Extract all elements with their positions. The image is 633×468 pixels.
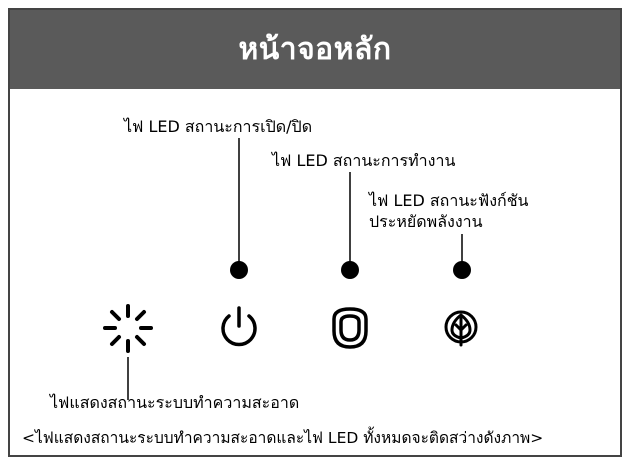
eco-led-label-line1: ไฟ LED สถานะฟังก์ชัน [369, 191, 529, 210]
eco-led-label-line2: ประหยัดพลังงาน [369, 212, 483, 231]
power-icon [221, 306, 257, 347]
operation-led-dot [341, 261, 359, 279]
cleaning-sun-icon [103, 304, 153, 353]
eco-led-dot [453, 261, 471, 279]
operation-icon [332, 307, 368, 349]
header-bar: หน้าจอหลัก [10, 10, 620, 89]
operation-led-label: ไฟ LED สถานะการทำงาน [272, 151, 456, 170]
footer-note: <ไฟแสดงสถานะระบบทำความสะอาดและไฟ LED ทั้… [22, 429, 544, 447]
eco-leaf-icon [444, 310, 478, 347]
power-led-dot [230, 261, 248, 279]
panel-frame: หน้าจอหลัก [8, 8, 622, 457]
page-title: หน้าจอหลัก [238, 32, 392, 67]
cleaning-indicator-label: ไฟแสดงสถานะระบบทำความสะอาด [50, 393, 300, 412]
power-led-label: ไฟ LED สถานะการเปิด/ปิด [124, 117, 313, 136]
